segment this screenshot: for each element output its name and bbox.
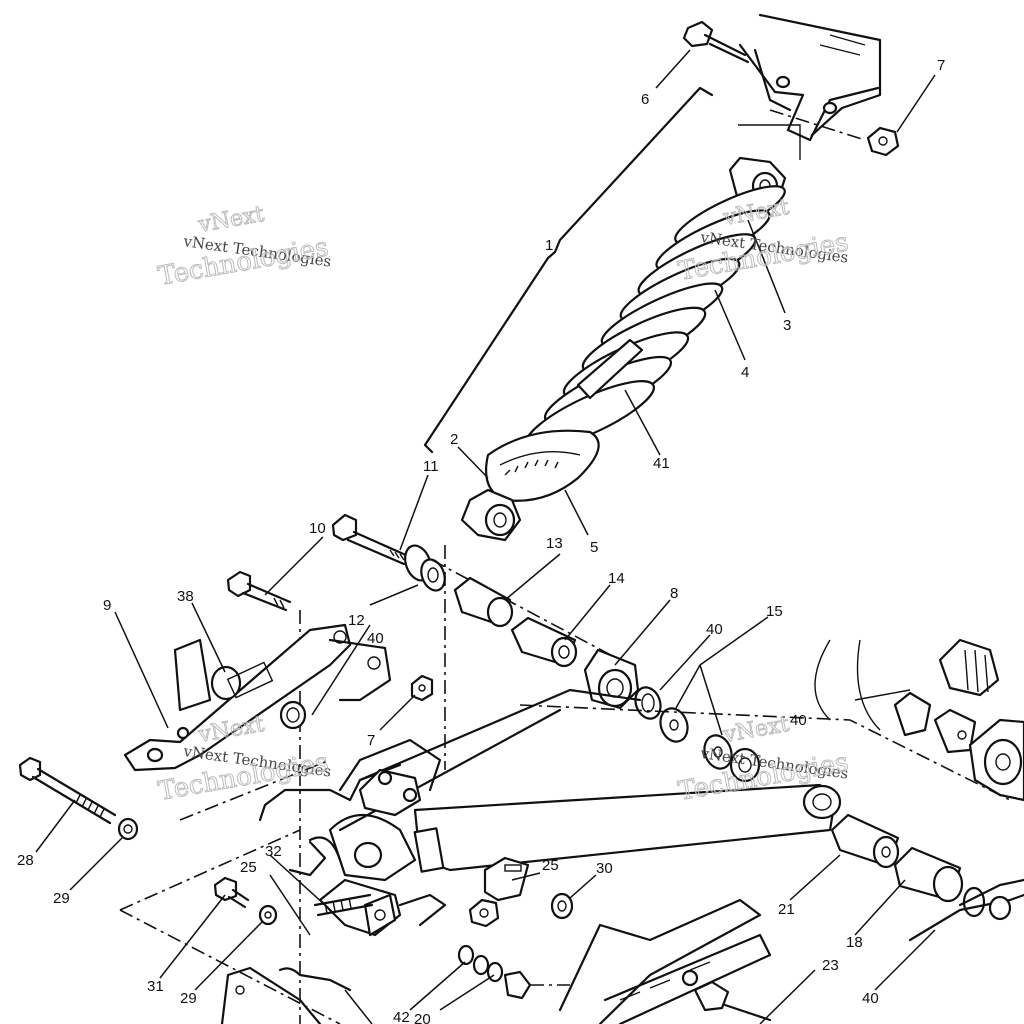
callout-10: 10 xyxy=(309,520,326,537)
bolt-part-11 xyxy=(331,513,446,592)
slide-rail xyxy=(558,898,772,1024)
bolt-part-lower xyxy=(457,944,570,1000)
callout-31: 31 xyxy=(147,978,164,995)
bushing-part-21 xyxy=(830,813,900,869)
callout-11: 11 xyxy=(423,458,439,475)
callout-40-mid: 40 xyxy=(706,621,723,638)
nut-part-40-right xyxy=(729,747,761,783)
lower-frame xyxy=(220,966,352,1024)
callout-20: 20 xyxy=(414,1011,431,1024)
callout-40-right: 40 xyxy=(790,712,807,729)
washer-part-15 xyxy=(659,707,733,770)
callout-5: 5 xyxy=(590,539,598,556)
callout-41: 41 xyxy=(653,455,670,472)
callout-21: 21 xyxy=(778,901,795,918)
leader-lines xyxy=(35,49,936,1024)
callout-13: 13 xyxy=(546,535,563,552)
washer-part-30 xyxy=(550,892,574,920)
svg-text:vNext: vNext xyxy=(196,712,266,748)
callout-18: 18 xyxy=(846,934,863,951)
callout-9: 9 xyxy=(103,597,111,614)
bushing-part-18 xyxy=(893,846,964,903)
assembly-bracket-1 xyxy=(423,86,714,454)
bushing-part-14 xyxy=(510,616,578,668)
callout-25-left: 25 xyxy=(240,859,257,876)
bolt-part-23 xyxy=(693,980,772,1022)
callout-2: 2 xyxy=(450,431,458,448)
callout-8: 8 xyxy=(670,585,678,602)
callout-labels: 1 2 3 4 5 6 7 7 8 9 10 11 12 13 14 15 18… xyxy=(17,57,945,1024)
callout-38: 38 xyxy=(177,588,194,605)
bolt-part-28 xyxy=(18,756,117,825)
callout-3: 3 xyxy=(783,317,791,334)
callout-6: 6 xyxy=(641,91,649,108)
bushing-part-13 xyxy=(453,576,514,628)
callout-1: 1 xyxy=(545,237,553,254)
bolt-part-6 xyxy=(682,20,750,64)
watermark-top-left: vNext vNext Technologies Technologies xyxy=(156,201,333,292)
shock-absorber-assembly xyxy=(460,156,787,542)
centerline-c xyxy=(431,559,621,661)
bolt-part-10 xyxy=(226,570,292,612)
callout-30: 30 xyxy=(596,860,613,877)
plate-outline xyxy=(119,704,1011,1024)
nut-part-7-top xyxy=(769,109,900,157)
watermark-mid-left: vNext vNext Technologies Technologies xyxy=(156,711,333,807)
callout-25-right: 25 xyxy=(542,857,559,874)
swing-arm xyxy=(328,688,842,882)
bushing-part-40-left xyxy=(279,700,307,730)
callout-40-bottom: 40 xyxy=(862,990,879,1007)
nut-part-7-mid xyxy=(410,674,434,702)
wheel-hub xyxy=(814,638,1024,942)
svg-text:vNext: vNext xyxy=(721,712,791,748)
washer-part-29-left xyxy=(117,817,139,841)
nut-part-near-25 xyxy=(468,898,500,928)
callout-32: 32 xyxy=(265,843,282,860)
upper-mount-bracket xyxy=(738,13,882,160)
callout-40-left: 40 xyxy=(367,630,384,647)
lower-linkage xyxy=(258,738,447,937)
callout-29-bottom: 29 xyxy=(180,990,197,1007)
svg-text:vNext: vNext xyxy=(196,202,266,238)
callout-15: 15 xyxy=(766,603,783,620)
callout-12: 12 xyxy=(348,612,365,629)
washer-part-29-bottom xyxy=(258,904,278,926)
callout-29-left: 29 xyxy=(53,890,70,907)
callout-28: 28 xyxy=(17,852,34,869)
callout-14: 14 xyxy=(608,570,625,587)
callout-4: 4 xyxy=(741,364,749,381)
watermark-top-right: vNext vNext Technologies Technologies xyxy=(676,194,852,287)
bolt-part-31 xyxy=(213,876,250,909)
callout-7-mid: 7 xyxy=(367,732,375,749)
bushing-part-25 xyxy=(483,856,530,902)
callout-7-top: 7 xyxy=(937,57,945,74)
mount-bracket-part-9 xyxy=(123,623,392,772)
callout-23: 23 xyxy=(822,957,839,974)
callout-42: 42 xyxy=(393,1009,410,1024)
